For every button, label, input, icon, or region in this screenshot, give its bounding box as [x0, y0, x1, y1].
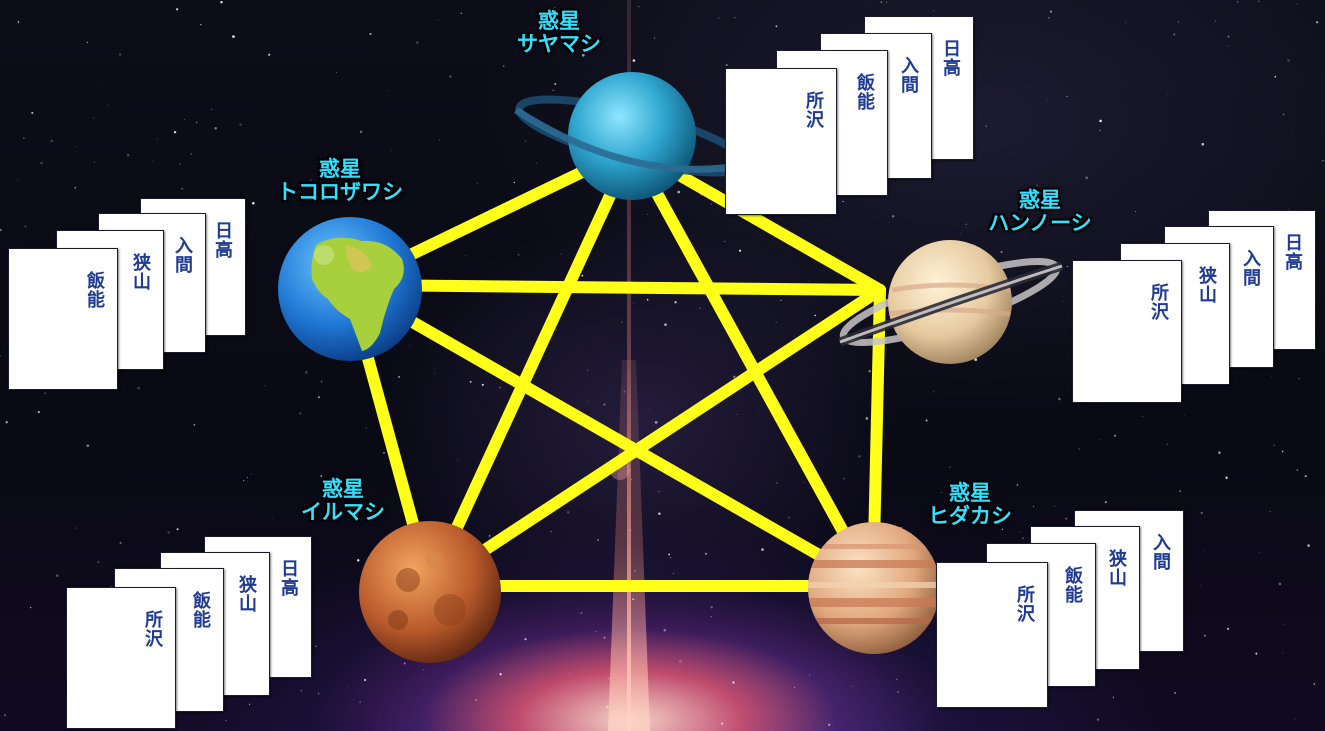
planet-label-tokorozawashi: 惑星 トコロザワシ [260, 158, 420, 204]
jupiter-icon [806, 520, 942, 656]
planet-name: ヒダカシ [910, 505, 1030, 528]
planet-label-hidakashi: 惑星 ヒダカシ [910, 482, 1030, 528]
card-label: 所沢 [1145, 283, 1171, 321]
card: 所沢 [725, 68, 837, 215]
planet-label-hannoshi: 惑星 ハンノーシ [975, 189, 1105, 235]
edge-tokorozawashi-hannoshi [348, 285, 880, 290]
card-label: 入間 [895, 56, 921, 94]
planet-name: イルマシ [288, 501, 398, 524]
card-label: 所沢 [800, 91, 826, 129]
card-label: 入間 [1237, 249, 1263, 287]
card-label: 日高 [209, 221, 235, 259]
card: 所沢 [936, 562, 1048, 708]
card-label: 日高 [275, 559, 301, 597]
card-label: 狭山 [1103, 549, 1129, 587]
card-label: 所沢 [1011, 585, 1037, 623]
planet-prefix: 惑星 [288, 478, 398, 501]
planet-name: ハンノーシ [975, 212, 1105, 235]
saturn-icon [830, 232, 1070, 372]
planet-prefix: 惑星 [260, 158, 420, 181]
planet-label-irumashi: 惑星 イルマシ [288, 478, 398, 524]
card-label: 飯能 [851, 73, 877, 111]
card-label: 入間 [1147, 533, 1173, 571]
card-label: 飯能 [81, 271, 107, 309]
card-label: 飯能 [187, 591, 213, 629]
card-label: 所沢 [139, 610, 165, 648]
planet-name: サヤマシ [494, 33, 624, 56]
mars-icon [358, 520, 502, 664]
planet-prefix: 惑星 [975, 189, 1105, 212]
card-label: 飯能 [1059, 566, 1085, 604]
card-label: 日高 [1279, 233, 1305, 271]
card-label: 狭山 [233, 575, 259, 613]
card: 所沢 [66, 587, 176, 729]
card-label: 狭山 [127, 253, 153, 291]
planet-prefix: 惑星 [494, 10, 624, 33]
ringed-blue-planet-icon [510, 70, 750, 210]
card: 飯能 [8, 248, 118, 390]
earth-icon [276, 215, 424, 363]
card-label: 日高 [937, 39, 963, 77]
card-label: 狭山 [1193, 266, 1219, 304]
planet-label-sayamashi: 惑星 サヤマシ [494, 10, 624, 56]
planet-name: トコロザワシ [260, 181, 420, 204]
card: 所沢 [1072, 260, 1182, 403]
planet-prefix: 惑星 [910, 482, 1030, 505]
card-label: 入間 [169, 236, 195, 274]
